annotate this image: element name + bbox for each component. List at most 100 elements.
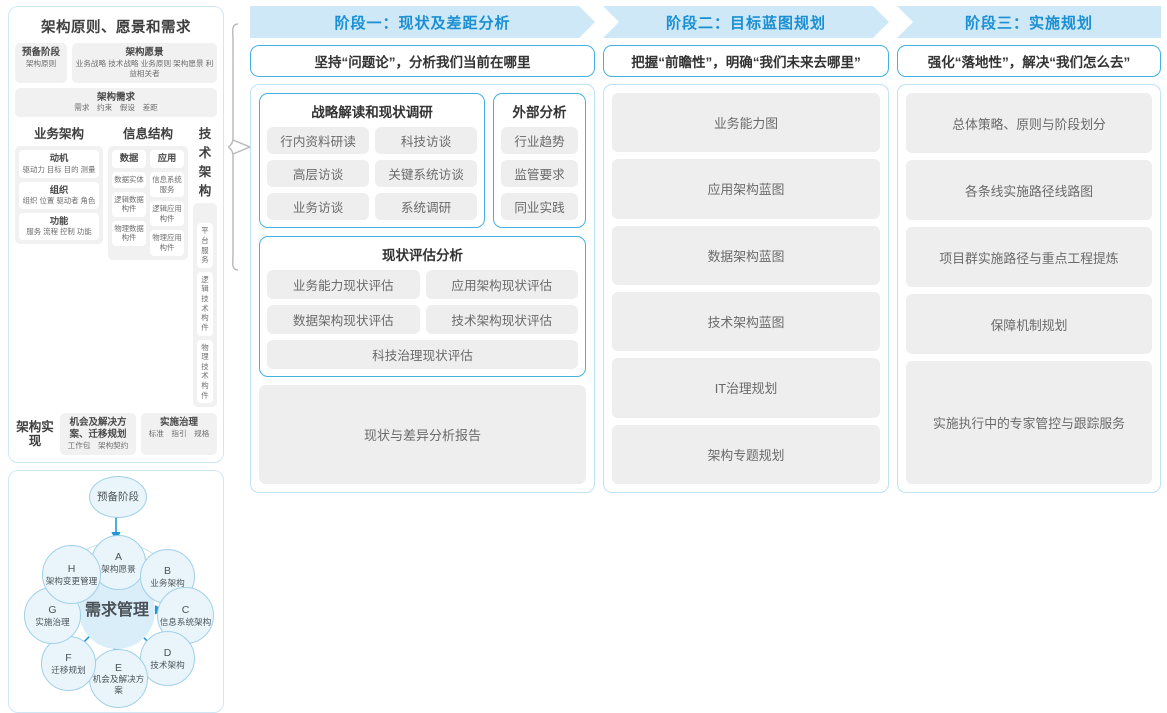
vision-box: 架构愿景 业务战略 技术战略 业务原则 架构愿景 利益相关者 <box>72 43 217 83</box>
adm-center-label: 需求管理 <box>84 602 149 620</box>
adm-node-d-key: D <box>163 647 172 660</box>
adm-node-e-key: E <box>114 662 122 675</box>
chip-internal-docs[interactable]: 行内资料研读 <box>267 127 369 154</box>
requirements-head: 架构需求 <box>96 91 135 103</box>
ba-cell-function-items: 服务 流程 控制 功能 <box>26 227 92 237</box>
information-structure-column: 信息结构 数据 数据实体 逻辑数据构件 <box>108 123 188 407</box>
chip-business-capability-assessment[interactable]: 业务能力现状评估 <box>267 270 420 299</box>
info-app-head-cell: 应用 <box>150 150 184 168</box>
adm-node-h[interactable]: H 架构变更管理 <box>42 544 101 604</box>
info-data-logical: 逻辑数据构件 <box>112 191 146 217</box>
adm-node-preliminary[interactable]: 预备阶段 <box>89 475 147 518</box>
adm-node-g-label: 实施治理 <box>35 616 70 627</box>
vision-head: 架构愿景 <box>125 47 164 58</box>
ta-platform-service: 平台服务 <box>197 223 213 268</box>
ba-cell-organization-head: 组织 <box>49 184 69 195</box>
phase-2-items: 业务能力图 应用架构蓝图 数据架构蓝图 技术架构蓝图 IT治理规划 架构专题规划 <box>612 93 880 484</box>
chip-overall-strategy[interactable]: 总体策略、原则与阶段划分 <box>906 93 1152 153</box>
strategy-research-group: 战略解读和现状调研 行内资料研读 科技访谈 高层访谈 关键系统访谈 <box>259 93 485 228</box>
chip-arch-topic-plan[interactable]: 架构专题规划 <box>612 424 880 484</box>
strategy-research-title: 战略解读和现状调研 <box>311 105 433 120</box>
adm-node-h-label: 架构变更管理 <box>45 575 98 586</box>
technology-architecture-head: 技术架构 <box>198 127 212 199</box>
vision-items: 业务战略 技术战略 业务原则 架构愿景 利益相关者 <box>75 58 214 78</box>
requirements-box: 架构需求 需求 约束 假设 差距 <box>15 87 217 118</box>
chip-tech-arch-assessment[interactable]: 技术架构现状评估 <box>425 305 578 334</box>
requirements-items: 需求 约束 假设 差距 <box>74 103 158 113</box>
chip-application-arch-blueprint[interactable]: 应用架构蓝图 <box>612 159 880 219</box>
chip-business-capability-map[interactable]: 业务能力图 <box>612 93 880 153</box>
chip-industry-trend[interactable]: 行业趋势 <box>501 127 578 154</box>
adm-node-f-label: 迁移规划 <box>51 664 86 675</box>
info-app-physical-text: 物理应用构件 <box>152 233 182 253</box>
chip-expert-tracking-service[interactable]: 实施执行中的专家管控与跟踪服务 <box>906 361 1152 484</box>
prelim-box: 预备阶段 架构原则 <box>15 43 67 83</box>
prelim-head: 预备阶段 <box>21 47 60 58</box>
chip-data-arch-blueprint[interactable]: 数据架构蓝图 <box>612 225 880 285</box>
prelim-items: 架构原则 <box>25 58 57 68</box>
current-assessment-group: 现状评估分析 业务能力现状评估 应用架构现状评估 数据架构现状评估 技术架构现状… <box>259 236 586 377</box>
chip-peer-practice[interactable]: 同业实践 <box>501 193 578 220</box>
ta-physical-component: 物理技术构件 <box>197 339 213 404</box>
ba-cell-motivation: 动机 驱动力 目标 目的 测量 <box>19 150 99 178</box>
chip-program-path[interactable]: 项目群实施路径与重点工程提炼 <box>906 227 1152 287</box>
info-data-head-cell: 数据 <box>112 150 146 168</box>
ta-logical-component-text: 逻辑技术构件 <box>201 274 209 332</box>
adm-node-f-key: F <box>65 652 72 665</box>
phase-1-header: 阶段一：现状及差距分析 <box>250 6 595 38</box>
impl-opportunity-items: 工作包 架构契约 <box>67 441 129 451</box>
information-structure-head: 信息结构 <box>122 127 173 142</box>
chip-data-arch-assessment[interactable]: 数据架构现状评估 <box>267 305 420 334</box>
info-app-subcolumn: 应用 信息系统服务 逻辑应用构件 物理应用构件 <box>150 150 184 256</box>
phase-3-subtitle: 强化“落地性”，解决“我们怎么去” <box>897 45 1161 77</box>
adm-node-f[interactable]: F 迁移规划 <box>41 635 96 691</box>
chip-tech-arch-blueprint[interactable]: 技术架构蓝图 <box>612 291 880 352</box>
ba-cell-motivation-items: 驱动力 目标 目的 测量 <box>22 164 96 174</box>
ba-cell-function: 功能 服务 流程 控制 功能 <box>19 212 99 241</box>
chip-tech-interview[interactable]: 科技访谈 <box>375 127 477 154</box>
adm-node-e-label: 机会及解决方案 <box>92 674 145 695</box>
framework-row-vision: 预备阶段 架构原则 架构愿景 业务战略 技术战略 业务原则 架构愿景 利益相关者 <box>15 43 217 83</box>
chip-exec-interview[interactable]: 高层访谈 <box>267 160 369 187</box>
gap-analysis-report[interactable]: 现状与差异分析报告 <box>259 385 586 484</box>
adm-node-d[interactable]: D 技术架构 <box>140 630 195 686</box>
chip-assurance-mechanism[interactable]: 保障机制规划 <box>906 294 1152 354</box>
chip-business-interview[interactable]: 业务访谈 <box>267 193 369 220</box>
adm-node-h-key: H <box>67 563 76 576</box>
phase-3-body: 总体策略、原则与阶段划分 各条线实施路径线路图 项目群实施路径与重点工程提炼 保… <box>897 84 1161 493</box>
ta-logical-component: 逻辑技术构件 <box>197 271 213 336</box>
framework-title: 架构原则、愿景和需求 <box>41 20 191 36</box>
phases-container: 阶段一：现状及差距分析 坚持“问题论”，分析我们当前在哪里 战略解读和现状调研 … <box>232 0 1167 499</box>
info-data-entity-text: 数据实体 <box>114 174 144 184</box>
info-data-physical: 物理数据构件 <box>112 220 146 247</box>
impl-governance-head: 实施治理 <box>159 417 198 429</box>
chip-it-governance-assessment[interactable]: 科技治理现状评估 <box>267 340 578 369</box>
ba-cell-organization-items: 组织 位置 驱动者 角色 <box>22 196 96 206</box>
chip-key-system-interview[interactable]: 关键系统访谈 <box>375 160 477 187</box>
adm-node-a-label: 架构愿景 <box>101 563 136 574</box>
info-app-service: 信息系统服务 <box>150 171 184 198</box>
phase-3-header: 阶段三：实施规划 <box>897 6 1161 38</box>
ba-cell-function-head: 功能 <box>49 215 69 226</box>
info-app-physical: 物理应用构件 <box>150 230 184 256</box>
phase-2-header: 阶段二：目标蓝图规划 <box>603 6 889 38</box>
chip-application-arch-assessment[interactable]: 应用架构现状评估 <box>425 270 578 299</box>
phase-2-body: 业务能力图 应用架构蓝图 数据架构蓝图 技术架构蓝图 IT治理规划 架构专题规划 <box>603 84 889 493</box>
adm-node-preliminary-label: 预备阶段 <box>97 490 139 503</box>
chip-regulatory-requirement[interactable]: 监管要求 <box>501 160 578 187</box>
implementation-label: 架构实现 <box>16 419 54 449</box>
info-app-logical: 逻辑应用构件 <box>150 201 184 227</box>
chip-system-research[interactable]: 系统调研 <box>375 193 477 220</box>
chip-line-roadmap[interactable]: 各条线实施路径线路图 <box>906 160 1152 220</box>
info-data-physical-text: 物理数据构件 <box>114 223 144 243</box>
adm-node-e[interactable]: E 机会及解决方案 <box>89 648 148 708</box>
info-app-logical-text: 逻辑应用构件 <box>152 204 182 223</box>
phase-1: 阶段一：现状及差距分析 坚持“问题论”，分析我们当前在哪里 战略解读和现状调研 … <box>250 6 595 493</box>
adm-node-a-key: A <box>114 551 122 564</box>
adm-node-c-label: 信息系统架构 <box>159 616 212 627</box>
adm-cycle-panel: 预备阶段 需求管理 A 架构愿景 B 业务架构 C 信息系统架构 D 技术架构 <box>8 469 224 713</box>
implementation-row: 架构实现 机会及解决方案、迁移规划 工作包 架构契约 实施治理 标准 指引 规格 <box>15 413 217 455</box>
chip-it-governance-plan[interactable]: IT治理规划 <box>612 358 880 418</box>
adm-node-b-label: 业务架构 <box>150 577 185 588</box>
framework-domain-columns: 业务架构 动机 驱动力 目标 目的 测量 组织 组织 位置 驱动者 角色 功能 <box>15 123 217 408</box>
